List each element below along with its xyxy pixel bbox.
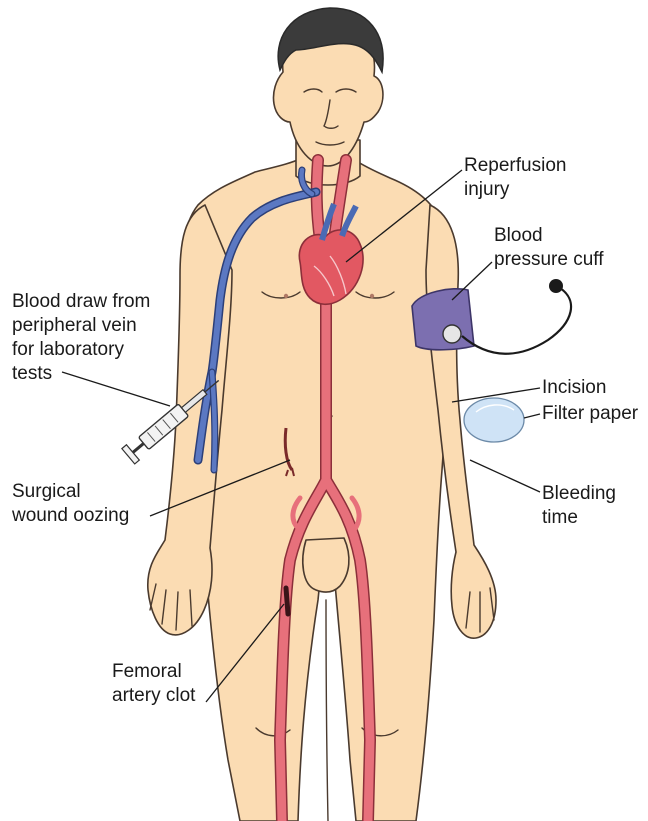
label-reperfusion-injury: Reperfusion injury: [464, 154, 566, 202]
label-femoral-artery-clot: Femoral artery clot: [112, 660, 195, 708]
leader-bleeding-time: [470, 460, 540, 492]
label-line: injury: [464, 178, 566, 202]
label-line: Bleeding: [542, 482, 616, 506]
label-line: peripheral vein: [12, 314, 150, 338]
gauge-icon: [443, 325, 461, 343]
label-line: time: [542, 506, 616, 530]
label-line: Reperfusion: [464, 154, 566, 178]
label-line: Blood draw from: [12, 290, 150, 314]
label-surgical-wound-oozing: Surgical wound oozing: [12, 480, 129, 528]
label-line: Filter paper: [542, 402, 638, 426]
label-bleeding-time: Bleeding time: [542, 482, 616, 530]
leader-filter-paper: [524, 414, 540, 418]
femoral-clot: [286, 588, 288, 614]
label-line: for laboratory: [12, 338, 150, 362]
bulb-icon: [549, 279, 563, 293]
label-line: Surgical: [12, 480, 129, 504]
label-filter-paper: Filter paper: [542, 402, 638, 426]
label-line: Blood: [494, 224, 603, 248]
label-incision: Incision: [542, 376, 606, 400]
label-line: wound oozing: [12, 504, 129, 528]
label-line: Femoral: [112, 660, 195, 684]
label-line: Incision: [542, 376, 606, 400]
label-line: tests: [12, 362, 150, 386]
label-blood-pressure-cuff: Blood pressure cuff: [494, 224, 603, 272]
label-line: artery clot: [112, 684, 195, 708]
label-blood-draw: Blood draw from peripheral vein for labo…: [12, 290, 150, 386]
label-line: pressure cuff: [494, 248, 603, 272]
